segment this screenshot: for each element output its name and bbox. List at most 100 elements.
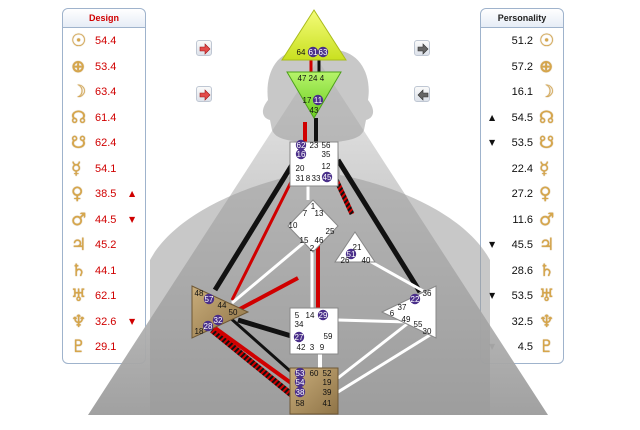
arrow-up-icon: ▲: [489, 112, 496, 122]
personality-row-moon: ☽16.1: [481, 82, 563, 102]
design-row-earth: ⊕53.4: [63, 57, 145, 77]
gate-50[interactable]: 50: [229, 308, 238, 317]
head-center: [281, 9, 347, 61]
gate-25[interactable]: 25: [326, 227, 335, 236]
gate-39[interactable]: 39: [323, 388, 332, 397]
design-forward-button-2[interactable]: [196, 86, 212, 102]
gate-24[interactable]: 24: [309, 74, 318, 83]
gate-14[interactable]: 14: [306, 311, 315, 320]
gate-activation-marker: [295, 148, 307, 160]
gate-26[interactable]: 26: [341, 256, 350, 265]
gate-55[interactable]: 55: [414, 320, 423, 329]
gate-11[interactable]: 11: [312, 94, 324, 106]
gate-52[interactable]: 52: [323, 369, 332, 378]
gate-15[interactable]: 15: [300, 236, 309, 245]
personality-panel-title: Personality: [481, 9, 563, 28]
gate-20[interactable]: 20: [296, 164, 305, 173]
gate-31[interactable]: 31: [296, 174, 305, 183]
arrow-right-icon: [417, 43, 429, 55]
gate-44[interactable]: 44: [218, 301, 227, 310]
gate-label: 54: [296, 378, 305, 387]
gate-label: 42: [297, 343, 306, 352]
gate-56[interactable]: 56: [322, 141, 331, 150]
gate-label: 36: [423, 289, 432, 298]
gate-63[interactable]: 63: [317, 46, 329, 58]
gate-22[interactable]: 22: [409, 293, 421, 305]
gate-59[interactable]: 59: [324, 332, 333, 341]
gate-36[interactable]: 36: [423, 289, 432, 298]
personality-back-button[interactable]: [414, 86, 430, 102]
gate-label: 59: [324, 332, 333, 341]
design-row-mercury: ☿54.1: [63, 159, 145, 179]
gate-label: 1: [311, 202, 316, 211]
personality-value: 57.2: [511, 60, 533, 73]
gate-40[interactable]: 40: [362, 256, 371, 265]
gate-48[interactable]: 48: [195, 289, 204, 298]
gate-23[interactable]: 23: [310, 141, 319, 150]
gate-13[interactable]: 13: [315, 209, 324, 218]
gate-45[interactable]: 45: [321, 171, 333, 183]
gate-61[interactable]: 61: [307, 46, 319, 58]
gate-label: 52: [323, 369, 332, 378]
gate-12[interactable]: 12: [322, 162, 331, 171]
gate-21[interactable]: 21: [353, 243, 362, 252]
gate-37[interactable]: 37: [398, 303, 407, 312]
gate-53[interactable]: 53: [294, 367, 306, 379]
gate-60[interactable]: 60: [310, 369, 319, 378]
gate-33[interactable]: 33: [312, 174, 321, 183]
gate-5[interactable]: 5: [295, 311, 300, 320]
gate-10[interactable]: 10: [289, 221, 298, 230]
personality-forward-button[interactable]: [414, 40, 430, 56]
gate-3[interactable]: 3: [310, 343, 315, 352]
gate-46[interactable]: 46: [315, 236, 324, 245]
gate-43[interactable]: 43: [310, 106, 319, 115]
personality-row-earth: ⊕57.2: [481, 57, 563, 77]
gate-label: 20: [296, 164, 305, 173]
gate-2[interactable]: 2: [310, 244, 315, 253]
gate-54[interactable]: 54: [294, 376, 306, 388]
arrow-up-icon: ▲: [129, 189, 136, 198]
gate-35[interactable]: 35: [322, 150, 331, 159]
design-value: 38.5: [95, 188, 117, 200]
gate-label: 3: [310, 343, 315, 352]
gate-47[interactable]: 47: [298, 74, 307, 83]
gate-51[interactable]: 51: [345, 248, 357, 260]
gate-30[interactable]: 30: [423, 327, 432, 336]
design-forward-button[interactable]: [196, 40, 212, 56]
gate-18[interactable]: 18: [195, 327, 204, 336]
personality-row-south-node: ☋53.5▼: [481, 133, 563, 153]
gate-29[interactable]: 29: [317, 309, 329, 321]
gate-57[interactable]: 57: [203, 293, 215, 305]
north-node-icon: ☊: [539, 107, 555, 128]
arrow-down-icon: ▼: [489, 291, 496, 300]
gate-27[interactable]: 27: [293, 331, 305, 343]
gate-32[interactable]: 32: [212, 314, 224, 326]
gate-9[interactable]: 9: [320, 343, 325, 352]
gate-38[interactable]: 38: [294, 386, 306, 398]
design-panel-title: Design: [63, 9, 145, 28]
gate-7[interactable]: 7: [303, 209, 308, 218]
design-row-neptune: ♆32.6▼: [63, 312, 145, 332]
gate-1[interactable]: 1: [311, 202, 316, 211]
gate-62[interactable]: 62: [295, 139, 307, 151]
gate-label: 41: [323, 399, 332, 408]
gate-42[interactable]: 42: [297, 343, 306, 352]
gate-label: 45: [323, 173, 332, 182]
gate-4[interactable]: 4: [320, 74, 325, 83]
pluto-icon: ♇: [539, 337, 555, 357]
gate-6[interactable]: 6: [390, 309, 395, 318]
gate-28[interactable]: 28: [202, 320, 214, 332]
gate-34[interactable]: 34: [295, 320, 304, 329]
gate-41[interactable]: 41: [323, 399, 332, 408]
personality-value: 22.4: [511, 162, 533, 175]
gate-64[interactable]: 64: [297, 48, 306, 57]
gate-16[interactable]: 16: [295, 148, 307, 160]
gate-58[interactable]: 58: [296, 399, 305, 408]
gate-19[interactable]: 19: [323, 378, 332, 387]
gate-17[interactable]: 17: [303, 96, 312, 105]
gate-49[interactable]: 49: [402, 315, 411, 324]
gate-label: 11: [314, 96, 323, 105]
gate-label: 31: [296, 174, 305, 183]
gate-8[interactable]: 8: [306, 174, 311, 183]
design-row-venus: ♀38.5▲: [63, 184, 145, 204]
